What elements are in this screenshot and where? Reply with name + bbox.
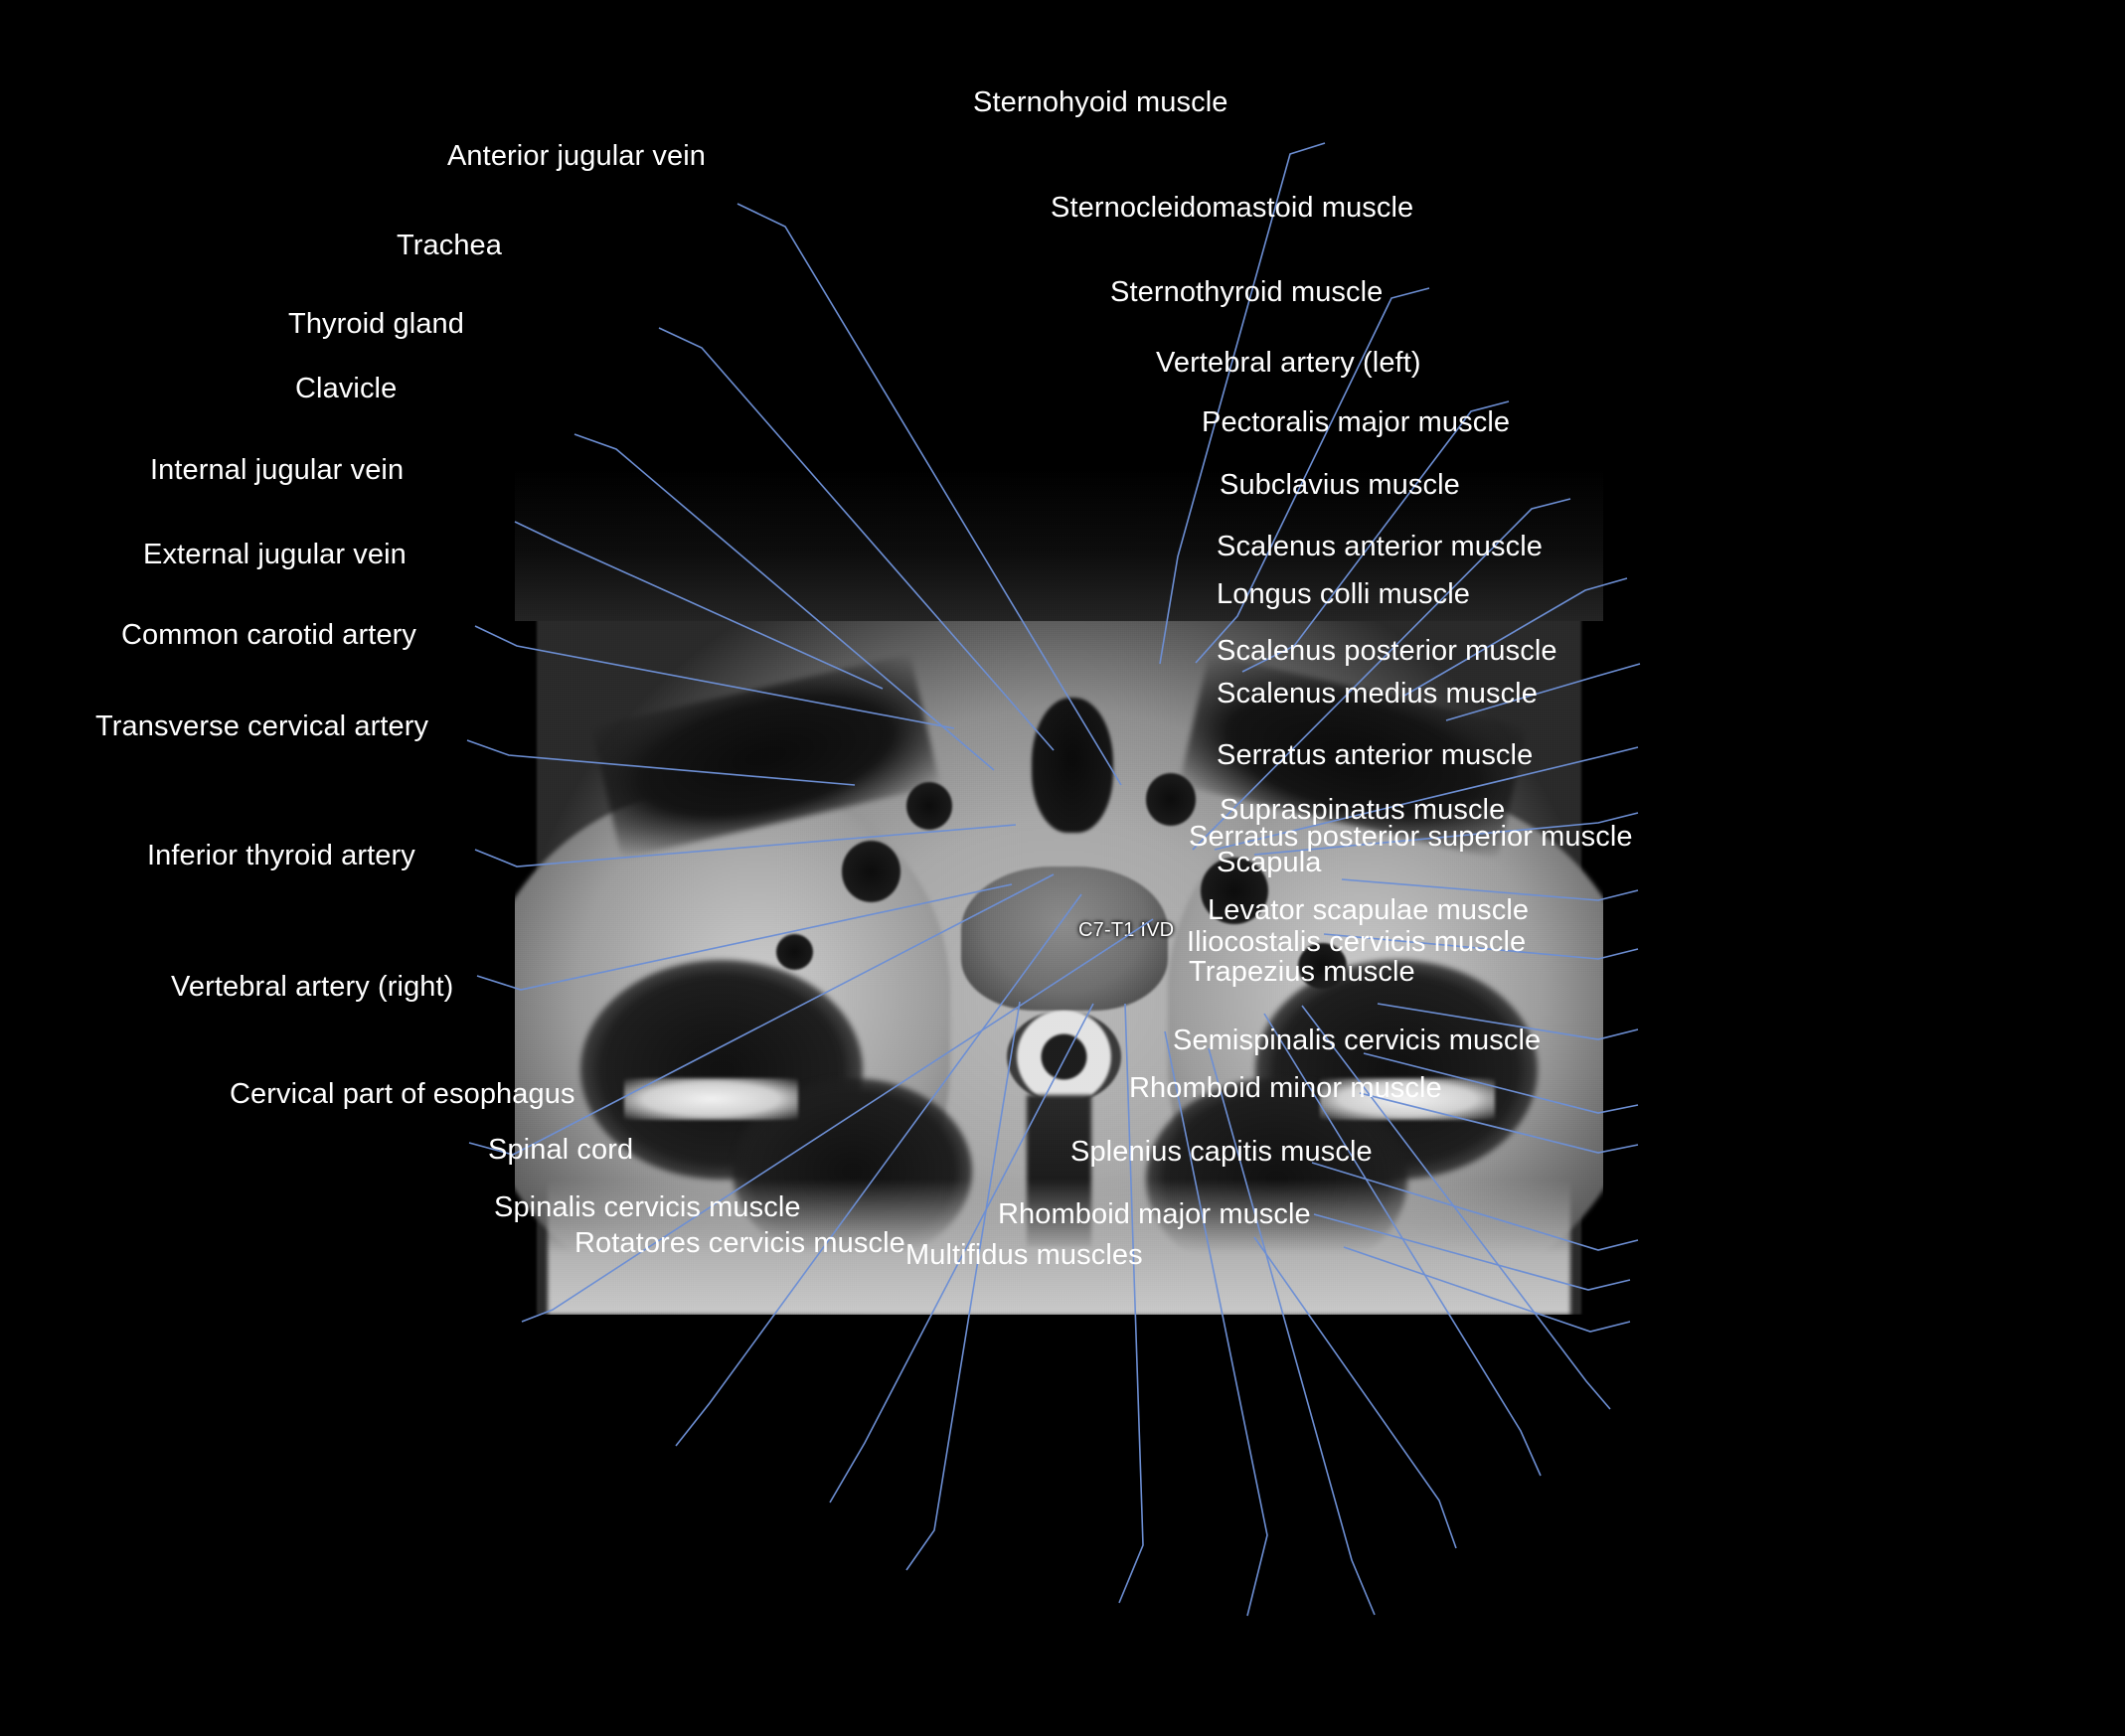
label-scalenus-medius-muscle: Scalenus medius muscle [1217, 678, 1538, 710]
label-pectoralis-major-muscle: Pectoralis major muscle [1202, 406, 1511, 438]
label-longus-colli-muscle: Longus colli muscle [1217, 578, 1470, 610]
label-scalenus-anterior-muscle: Scalenus anterior muscle [1217, 531, 1543, 562]
scan-vessel-a [906, 781, 953, 830]
label-scapula: Scapula [1217, 847, 1322, 878]
scan-vessel-f [775, 934, 814, 970]
label-sternocleidomastoid-muscle: Sternocleidomastoid muscle [1051, 192, 1414, 224]
label-rotatores-cervicis-muscle: Rotatores cervicis muscle [574, 1227, 905, 1259]
scan-left-scapula [623, 1077, 798, 1121]
scan-vessel-b [841, 841, 900, 902]
label-thyroid-gland: Thyroid gland [288, 308, 465, 340]
scan-vessel-d [1200, 858, 1268, 924]
label-transverse-cervical-artery: Transverse cervical artery [95, 710, 429, 742]
label-supraspinatus-muscle: Supraspinatus muscle [1220, 794, 1506, 826]
label-levator-scapulae-muscle: Levator scapulae muscle [1208, 894, 1530, 926]
scan-vessel-c [1146, 773, 1197, 827]
label-scalenus-posterior-muscle: Scalenus posterior muscle [1217, 635, 1557, 667]
label-internal-jugular-vein: Internal jugular vein [150, 454, 405, 486]
label-cervical-part-of-esophagus: Cervical part of esophagus [230, 1078, 575, 1110]
label-spinalis-cervicis-muscle: Spinalis cervicis muscle [494, 1191, 801, 1223]
label-iliocostalis-cervicis-muscle: Iliocostalis cervicis muscle [1187, 926, 1527, 958]
label-serratus-posterior-superior-muscle: Serratus posterior superior muscle [1189, 821, 1633, 853]
label-serratus-anterior-muscle: Serratus anterior muscle [1217, 739, 1534, 771]
label-subclavius-muscle: Subclavius muscle [1220, 469, 1460, 501]
label-inferior-thyroid-artery: Inferior thyroid artery [147, 840, 415, 871]
label-vertebral-artery-right: Vertebral artery (right) [171, 971, 454, 1003]
label-sternothyroid-muscle: Sternothyroid muscle [1110, 276, 1384, 308]
scan-trachea-lumen [1032, 697, 1114, 833]
label-rhomboid-minor-muscle: Rhomboid minor muscle [1129, 1072, 1442, 1104]
label-sternohyoid-muscle: Sternohyoid muscle [973, 86, 1228, 118]
label-external-jugular-vein: External jugular vein [143, 539, 407, 570]
label-semispinalis-cervicis-muscle: Semispinalis cervicis muscle [1173, 1025, 1542, 1056]
label-spinal-cord: Spinal cord [488, 1134, 634, 1166]
label-trapezius-muscle: Trapezius muscle [1189, 956, 1415, 988]
scan-spinal-cord [1006, 1010, 1121, 1104]
label-common-carotid-artery: Common carotid artery [121, 619, 417, 651]
label-clavicle: Clavicle [295, 373, 398, 404]
label-trachea: Trachea [397, 230, 503, 261]
label-splenius-capitis-muscle: Splenius capitis muscle [1070, 1136, 1373, 1168]
label-vertebral-artery-left: Vertebral artery (left) [1156, 347, 1421, 379]
label-multifidus-muscles: Multifidus muscles [905, 1239, 1143, 1271]
label-anterior-jugular-vein: Anterior jugular vein [446, 140, 706, 172]
ivd-caption: C7-T1 IVD [1078, 919, 1175, 941]
label-rhomboid-major-muscle: Rhomboid major muscle [998, 1198, 1311, 1230]
